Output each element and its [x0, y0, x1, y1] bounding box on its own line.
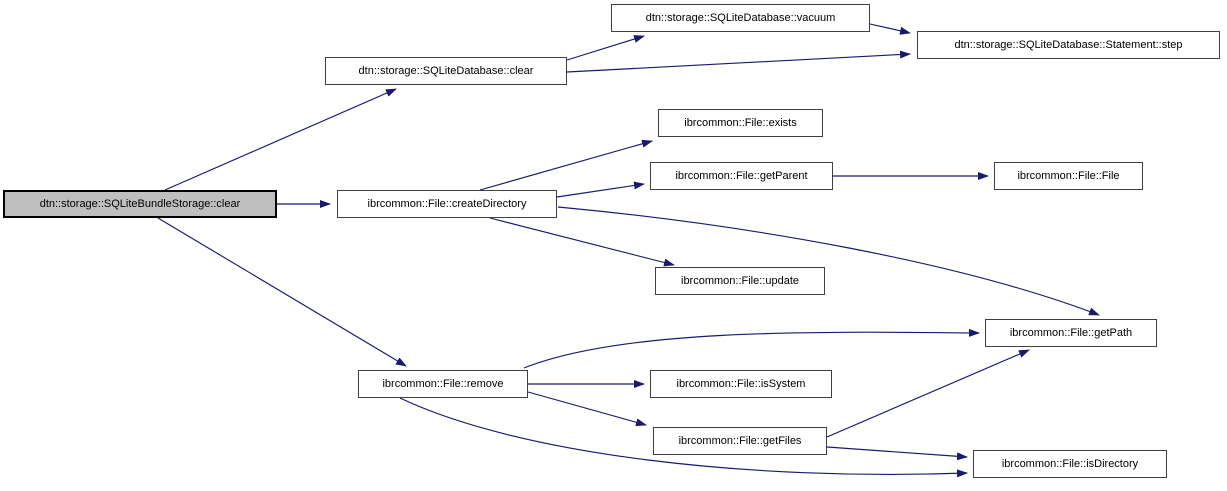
edge-file-remove-to-file-getfiles — [527, 391, 647, 427]
graph-node-file-getparent[interactable]: ibrcommon::File::getParent — [650, 162, 833, 190]
graph-node-file-file[interactable]: ibrcommon::File::File — [994, 162, 1143, 190]
graph-node-file-exists[interactable]: ibrcommon::File::exists — [658, 109, 823, 137]
graph-node-database-clear[interactable]: dtn::storage::SQLiteDatabase::clear — [325, 57, 567, 85]
edge-bundlestorage-clear-to-database-clear — [164, 88, 397, 191]
graph-node-label: dtn::storage::SQLiteDatabase::vacuum — [645, 12, 836, 24]
edge-file-createdirectory-to-file-getpath — [557, 206, 1100, 316]
edge-database-clear-to-statement-step — [566, 50, 911, 73]
edge-file-createdirectory-to-file-getparent — [556, 181, 645, 198]
edge-database-vacuum-to-statement-step — [869, 23, 911, 35]
graph-node-label: ibrcommon::File::update — [681, 275, 799, 287]
graph-node-label: ibrcommon::File::isDirectory — [1001, 458, 1139, 470]
graph-node-label: ibrcommon::File::getParent — [675, 170, 808, 182]
graph-node-file-issystem[interactable]: ibrcommon::File::isSystem — [650, 370, 832, 398]
graph-node-file-update[interactable]: ibrcommon::File::update — [655, 267, 825, 295]
graph-node-label: ibrcommon::File::createDirectory — [367, 198, 527, 210]
graph-node-bundlestorage-clear: dtn::storage::SQLiteBundleStorage::clear — [3, 190, 277, 218]
graph-node-label: ibrcommon::File::exists — [684, 117, 797, 129]
graph-node-label: ibrcommon::File::remove — [382, 378, 504, 390]
edge-file-getfiles-to-file-getpath — [826, 349, 1030, 438]
graph-node-file-createdirectory[interactable]: ibrcommon::File::createDirectory — [337, 190, 557, 218]
graph-node-database-vacuum[interactable]: dtn::storage::SQLiteDatabase::vacuum — [611, 4, 870, 32]
graph-node-label: dtn::storage::SQLiteDatabase::clear — [358, 65, 534, 77]
graph-node-label: ibrcommon::File::isSystem — [676, 378, 806, 390]
edge-file-createdirectory-to-file-update — [489, 217, 675, 267]
graph-node-label: dtn::storage::SQLiteDatabase::Statement:… — [954, 39, 1183, 51]
graph-node-file-isdirectory[interactable]: ibrcommon::File::isDirectory — [973, 450, 1167, 478]
graph-node-file-remove[interactable]: ibrcommon::File::remove — [358, 370, 528, 398]
graph-node-file-getpath[interactable]: ibrcommon::File::getPath — [985, 319, 1157, 347]
edge-bundlestorage-clear-to-file-remove — [157, 217, 407, 367]
graph-node-label: dtn::storage::SQLiteBundleStorage::clear — [39, 198, 241, 210]
graph-node-file-getfiles[interactable]: ibrcommon::File::getFiles — [653, 427, 827, 455]
graph-node-label: ibrcommon::File::getFiles — [678, 435, 802, 447]
edge-database-clear-to-database-vacuum — [566, 35, 645, 61]
graph-node-label: ibrcommon::File::File — [1017, 170, 1120, 182]
edge-file-getfiles-to-file-isdirectory — [826, 446, 968, 461]
graph-node-label: ibrcommon::File::getPath — [1009, 327, 1133, 339]
edge-file-createdirectory-to-file-exists — [479, 139, 653, 191]
graph-node-statement-step[interactable]: dtn::storage::SQLiteDatabase::Statement:… — [917, 31, 1220, 59]
edge-file-remove-to-file-getpath — [523, 328, 980, 369]
